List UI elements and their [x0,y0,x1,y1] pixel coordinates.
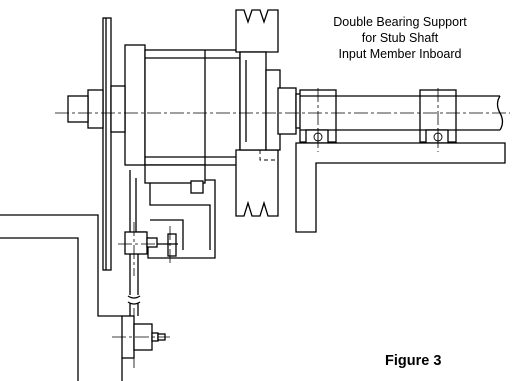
support-bracket [295,142,506,233]
figure-caption: Double Bearing Support for Stub Shaft In… [300,14,500,62]
flange-plate [102,17,112,271]
pulley [235,9,281,217]
adjuster-rod [127,254,141,316]
lower-housing [129,150,275,259]
caption-line-1: Double Bearing Support [333,15,467,29]
input-hub [67,85,126,133]
reducer-housing [124,44,241,166]
adjuster-block [124,231,178,257]
base-frame [0,214,123,381]
caption-line-3: Input Member Inboard [338,47,462,61]
figure-label: Figure 3 [385,353,442,369]
centerlines [55,88,510,370]
caption-line-2: for Stub Shaft [361,31,439,45]
